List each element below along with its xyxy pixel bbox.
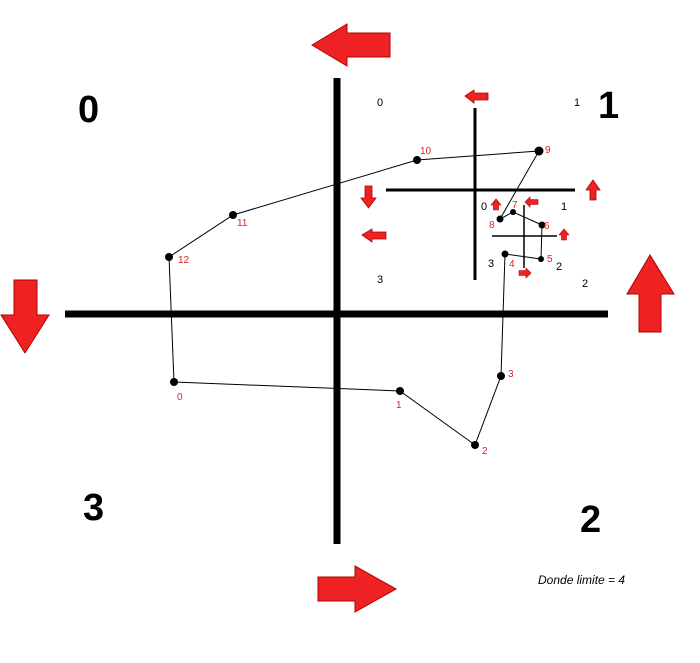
mid-quadrant-label-3: 3: [377, 274, 383, 286]
outer-quadrant-label-3: 3: [83, 487, 104, 529]
point-0: [170, 378, 178, 386]
outer-quadrant-label-0: 0: [78, 89, 99, 131]
arrow-up-icon: [626, 254, 675, 333]
point-label-3: 3: [508, 369, 514, 380]
inner-arrow-up-icon: [490, 198, 502, 211]
mid-arrow-left-2-icon: [361, 228, 387, 243]
points: [165, 146, 546, 449]
point-5: [538, 256, 544, 262]
curve-path: [168, 150, 543, 446]
point-label-12: 12: [178, 255, 190, 266]
inner-quadrant-label-1: 1: [561, 201, 567, 213]
mid-quadrant-label-2: 2: [582, 278, 588, 290]
mid-quadrant-label-0: 0: [377, 97, 383, 109]
point-2: [471, 441, 479, 449]
point-11: [229, 211, 237, 219]
arrow-right-icon: [317, 565, 398, 613]
inner-quadrant-label-0: 0: [481, 201, 487, 213]
outer-quadrant-label-1: 1: [598, 85, 619, 127]
mid-arrow-left-icon: [464, 89, 489, 104]
inner-quadrant-label-2: 2: [556, 261, 562, 273]
mid-arrow-up-icon: [585, 179, 601, 201]
point-label-2: 2: [482, 446, 488, 457]
point-4: [501, 250, 509, 258]
point-10: [413, 156, 421, 164]
mid-arrow-down-icon: [360, 185, 377, 209]
point-label-5: 5: [547, 254, 553, 265]
inner-arrow-up-2-icon: [558, 228, 570, 241]
point-7: [510, 209, 516, 215]
depth-limit-note: Donde limite = 4: [538, 573, 625, 587]
point-12: [165, 253, 173, 261]
point-label-10: 10: [420, 146, 432, 157]
outer-quadrant-label-2: 2: [580, 499, 601, 541]
point-label-6: 6: [544, 221, 550, 232]
arrow-left-icon: [311, 23, 391, 67]
point-label-7: 7: [512, 200, 518, 211]
point-9: [534, 146, 544, 156]
point-3: [497, 372, 505, 380]
point-label-8: 8: [489, 220, 495, 231]
point-label-4: 4: [509, 259, 515, 270]
point-label-0: 0: [177, 392, 183, 403]
point-label-1: 1: [396, 400, 402, 411]
point-8: [496, 215, 504, 223]
point-6: [538, 221, 546, 229]
point-label-11: 11: [237, 218, 248, 229]
arrow-down-icon: [0, 279, 50, 354]
point-1: [396, 387, 404, 395]
inner-arrow-left-icon: [524, 196, 539, 208]
mid-quadrant-label-1: 1: [574, 97, 580, 109]
inner-arrow-right-icon: [518, 267, 532, 279]
inner-quadrant-label-3: 3: [488, 258, 494, 270]
point-label-9: 9: [545, 145, 551, 156]
